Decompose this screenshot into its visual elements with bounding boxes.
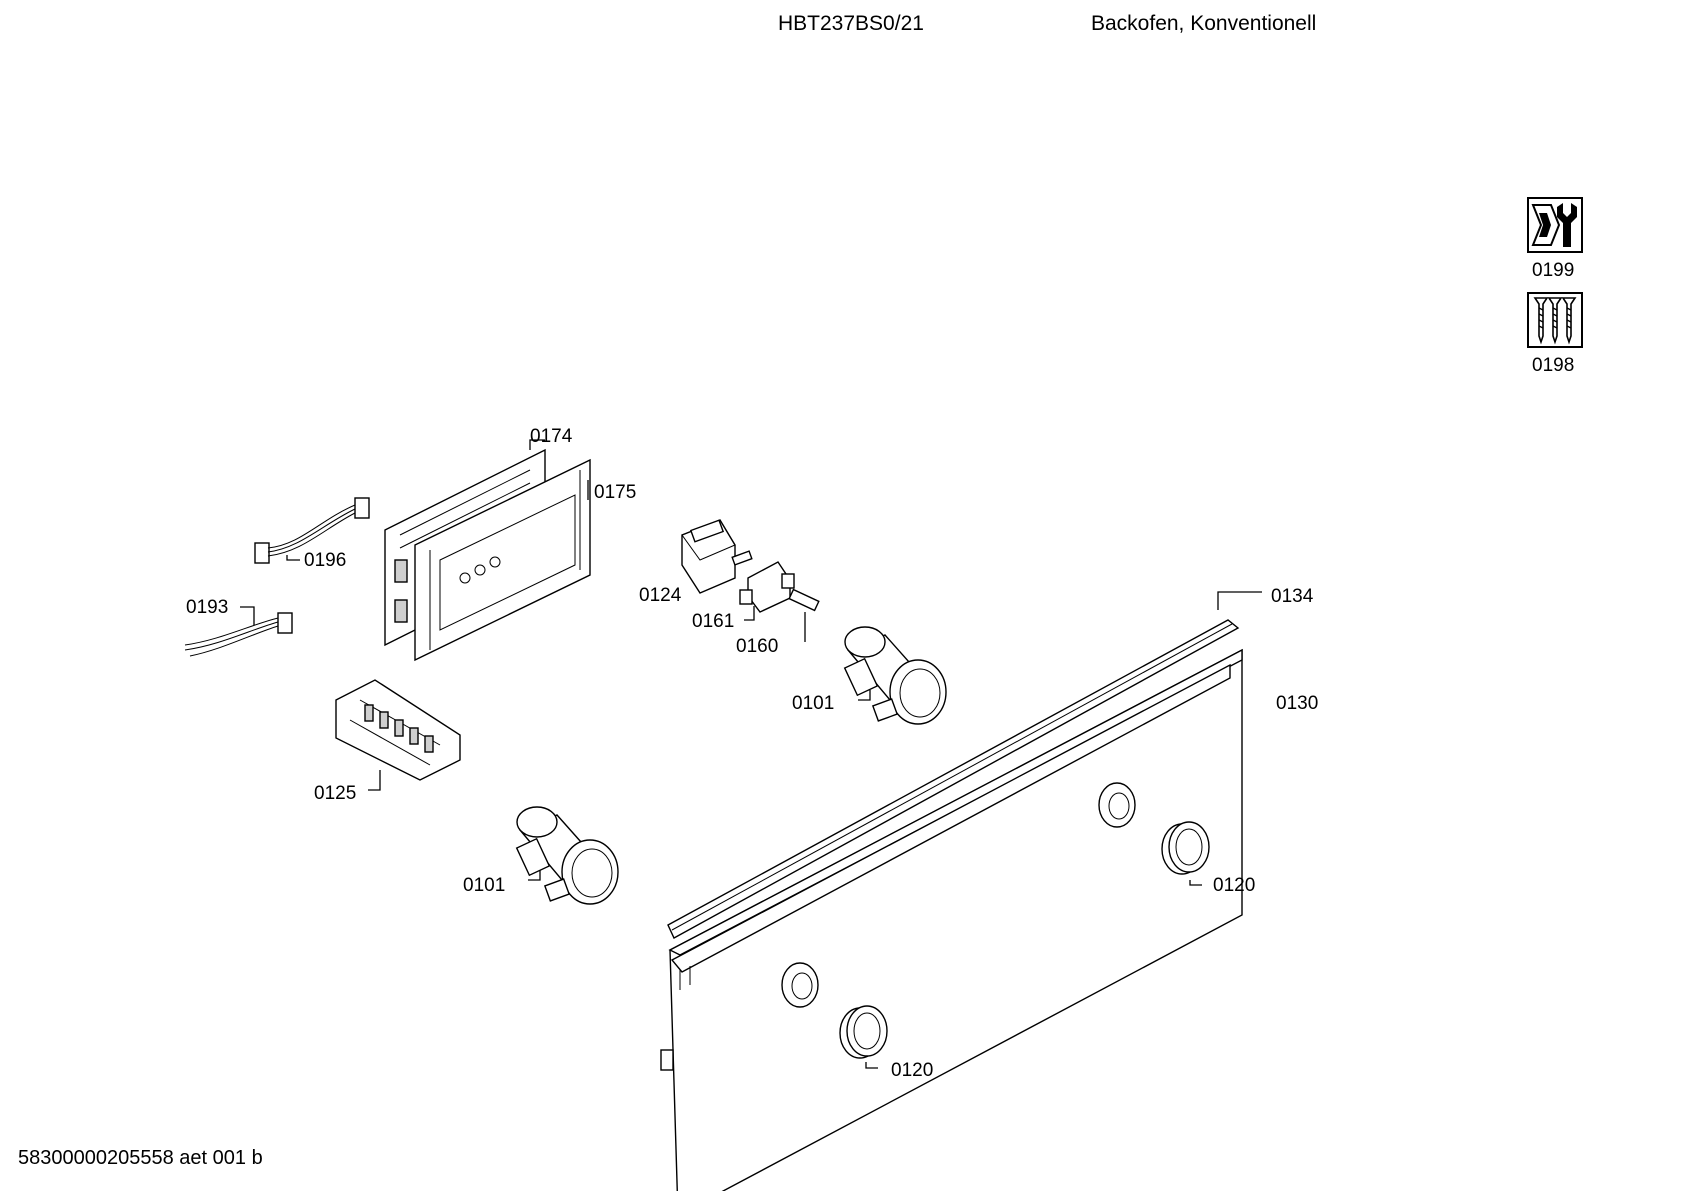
trim-strip-0134 [667, 619, 1240, 939]
switch-0124 [681, 519, 753, 594]
label-0101-lower: 0101 [463, 875, 506, 896]
label-0174: 0174 [530, 426, 573, 447]
screws-icon [1527, 292, 1583, 348]
frame-0175 [414, 458, 591, 662]
tool-wrench-icon [1527, 197, 1583, 253]
ring-0120-right [1161, 821, 1210, 875]
label-0120-right: 0120 [1213, 875, 1256, 896]
appliance-description: Backofen, Konventionell [1091, 12, 1317, 35]
label-0161: 0161 [692, 611, 735, 632]
terminal-block-0125 [335, 679, 461, 781]
tool-symbol-label: 0199 [1532, 260, 1575, 281]
label-0193: 0193 [186, 597, 229, 618]
label-0101-upper: 0101 [792, 693, 835, 714]
knob-0101-lower [515, 806, 619, 905]
label-0125: 0125 [314, 783, 357, 804]
label-0134: 0134 [1271, 586, 1314, 607]
label-0175: 0175 [594, 482, 637, 503]
label-0124: 0124 [639, 585, 682, 606]
screws-symbol-label: 0198 [1532, 355, 1575, 376]
control-panel-0130 [660, 648, 1243, 1191]
model-number: HBT237BS0/21 [778, 12, 924, 35]
label-0120-bottom: 0120 [891, 1060, 934, 1081]
bracket-0161 [739, 561, 795, 613]
label-0130: 0130 [1276, 693, 1319, 714]
label-0196: 0196 [304, 550, 347, 571]
knob-0101-upper [843, 626, 947, 725]
label-0160: 0160 [736, 636, 779, 657]
cable-0193 [184, 612, 293, 657]
pin-0160 [788, 588, 820, 612]
document-code: 58300000205558 aet 001 b [18, 1147, 263, 1169]
cable-0196 [254, 497, 370, 564]
ring-0120-bottom [839, 1005, 888, 1059]
